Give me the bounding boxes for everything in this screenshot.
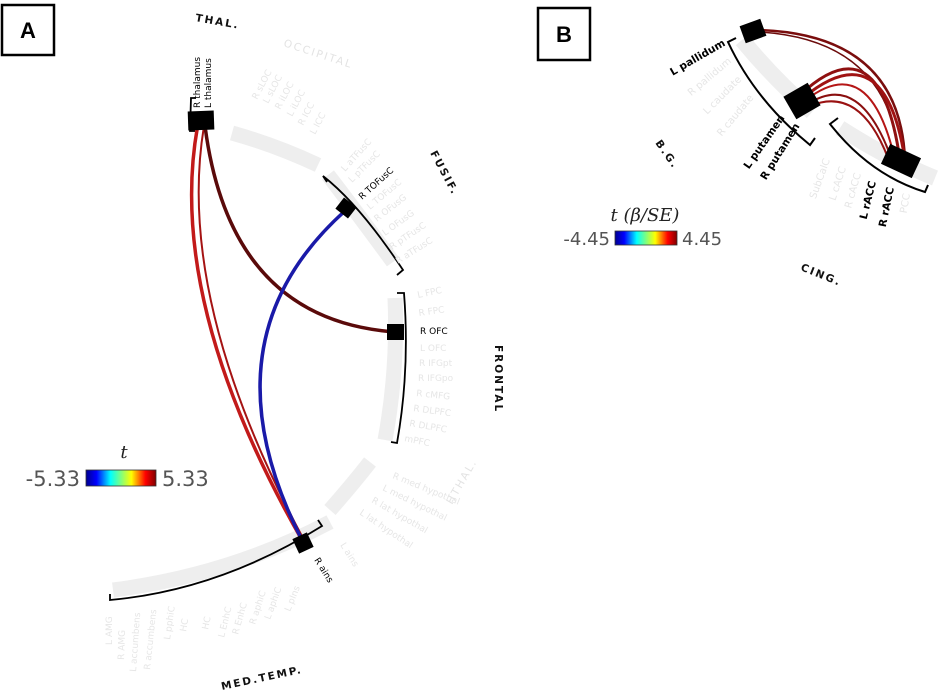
connection-thalamus-ofc <box>203 124 397 334</box>
node-l-putamen <box>783 82 821 120</box>
colorbar-a-max: 5.33 <box>162 467 209 491</box>
roi-fr-6: R cMFG <box>416 389 451 402</box>
panel-b-letter: B <box>556 22 572 47</box>
roi-r-thalamus: R thalamus <box>193 57 203 108</box>
colorbar-b-max: 4.45 <box>682 229 722 250</box>
node-r-ofc <box>387 324 404 340</box>
group-label-frontal: FRONTAL <box>492 345 504 413</box>
roi-fr-8: R DLPFC <box>408 419 447 435</box>
panel-b-connections <box>758 28 907 163</box>
roi-mt-active: R ains <box>311 556 334 585</box>
colorbar-b: t (β/SE) -4.45 4.45 <box>563 205 722 250</box>
connection-thalamus-ains <box>189 122 304 542</box>
roi-mt-3: L aphiC <box>263 586 284 621</box>
roi-fr-4: R IFGpt <box>419 359 453 369</box>
colorbar-a-min: -5.33 <box>26 467 80 491</box>
roi-mt-2: L pIns <box>284 584 303 613</box>
panel-a-letter: A <box>20 18 36 43</box>
node-l-pallidum <box>739 18 767 44</box>
node-r-racc <box>880 143 922 179</box>
panel-b: B B.G. CING. <box>536 6 938 289</box>
node-r-thalamus <box>187 110 215 131</box>
frontal-bracket <box>390 292 407 445</box>
roi-fr-5: R IFGpo <box>418 374 454 384</box>
panel-b-brackets <box>726 37 929 194</box>
colorbar-a-gradient <box>85 469 157 487</box>
colorbar-a: t -5.33 5.33 <box>26 442 209 491</box>
node-r-ains <box>292 532 314 554</box>
cing-bracket <box>828 117 929 194</box>
colorbar-b-min: -4.45 <box>563 229 610 250</box>
bg-bracket <box>726 37 816 147</box>
panel-b-nodes <box>739 18 922 179</box>
fusif-bracket <box>322 175 405 276</box>
roi-mt-13: L AMG <box>105 616 115 645</box>
panel-a-nodes <box>187 110 404 554</box>
panel-a-letter-box: A <box>0 3 56 57</box>
colorbar-b-title: t (β/SE) <box>611 205 680 226</box>
group-label-medtemp: MED.TEMP. <box>220 664 304 693</box>
roi-mt-5: R EnhC <box>231 602 250 636</box>
group-label-thal: THAL. <box>194 12 240 32</box>
roi-fr-7: R DLPFC <box>413 404 452 419</box>
panel-a-connections <box>189 122 397 542</box>
group-label-occipital: OCCIPITAL <box>282 37 354 71</box>
roi-mt-10: R accumbens <box>143 609 159 671</box>
roi-cing-5: PCC <box>899 193 913 215</box>
colorbar-a-title: t <box>120 442 128 463</box>
connection-pallidum-racc <box>758 28 907 162</box>
roi-fr-active: R OFC <box>420 327 448 337</box>
panel-a: A <box>0 3 504 693</box>
roi-fr-3: L OFC <box>420 344 446 354</box>
roi-fr-0: L FPC <box>417 286 443 301</box>
roi-mt-11: L accumbens <box>129 612 143 672</box>
roi-cing-active-rracc: R rACC <box>877 186 897 228</box>
connection-putamen-r-racc <box>801 73 907 162</box>
roi-mt-8: HC <box>179 618 191 633</box>
colorbar-b-gradient <box>614 230 678 246</box>
roi-l-thalamus: L thalamus <box>204 58 214 108</box>
roi-mt-1: L ains <box>337 541 360 569</box>
roi-mt-4: R aphiC <box>248 590 268 626</box>
group-label-bg: B.G. <box>653 138 682 172</box>
connection-thalamus-ains-2 <box>197 125 305 541</box>
group-label-fusif: FUSIF. <box>427 149 461 198</box>
roi-fr-9: mPFC <box>403 434 430 449</box>
panel-b-letter-box: B <box>536 6 592 62</box>
roi-mt-9: L pphiC <box>163 606 178 641</box>
panel-a-ring-segments <box>112 125 404 598</box>
node-r-tofusc <box>335 197 357 219</box>
roi-mt-7: HC <box>201 616 213 631</box>
connection-tofusc-ains <box>258 208 348 542</box>
roi-mt-12: R AMG <box>117 630 128 660</box>
connection-putamen-l-racc <box>798 67 902 162</box>
roi-cing-active-lracc: L rACC <box>858 180 879 221</box>
group-label-cing: CING. <box>799 262 843 289</box>
roi-fr-1: R FPC <box>418 305 445 319</box>
